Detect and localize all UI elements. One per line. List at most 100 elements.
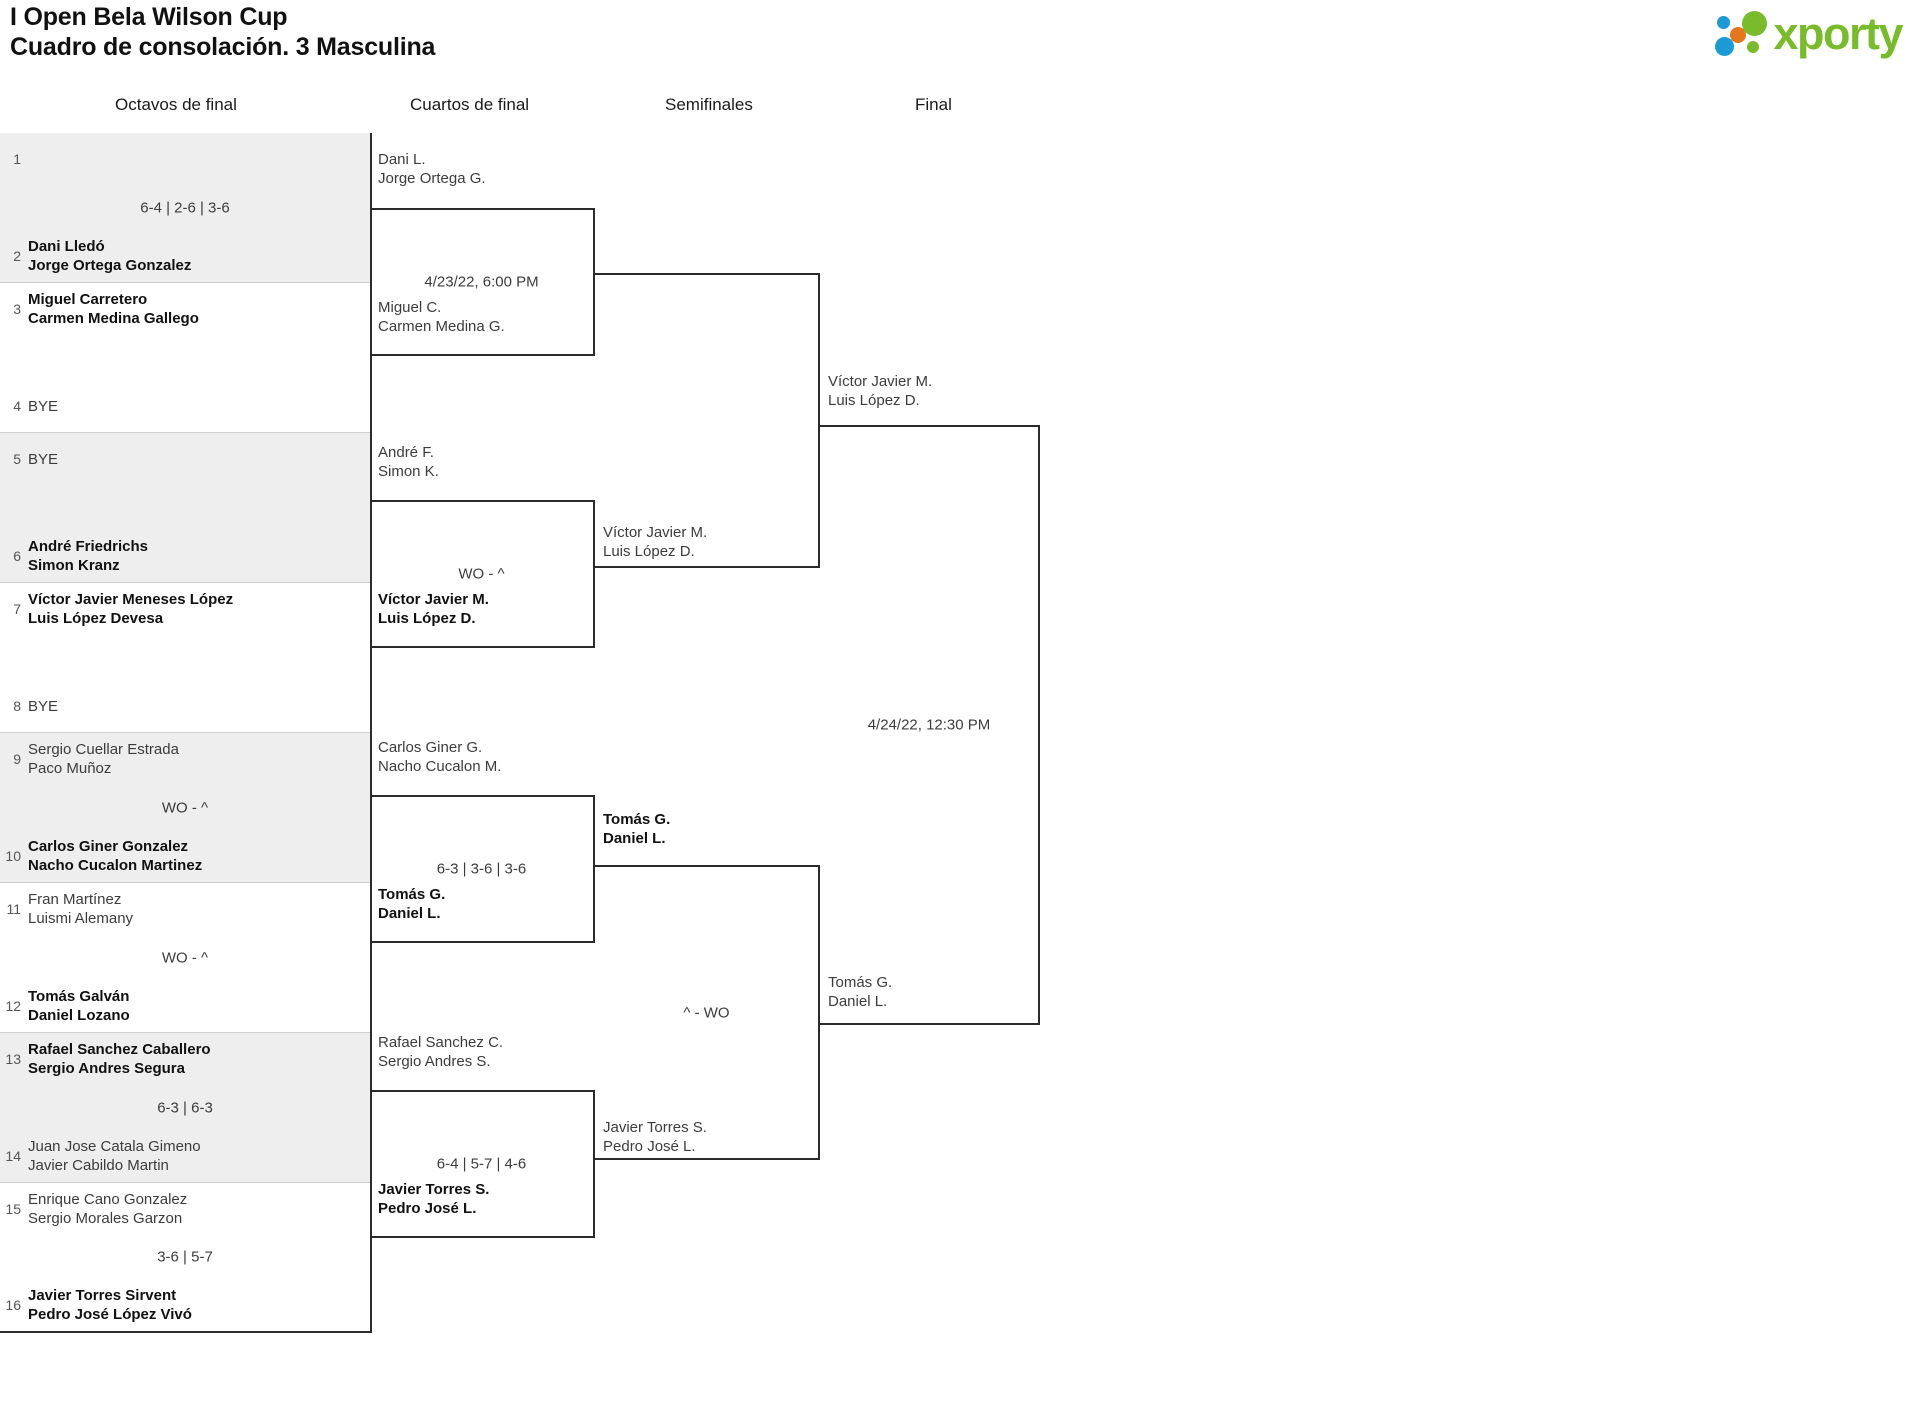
player-name: Rafael Sanchez C. xyxy=(378,1034,504,1051)
player-name: Víctor Javier M. xyxy=(378,591,489,608)
player-name: Javier Cabildo Martin xyxy=(28,1157,169,1174)
bye-label: BYE xyxy=(28,397,59,415)
player-name: Carmen Medina Gallego xyxy=(28,310,199,327)
match-cuartos-2[interactable]: WO - ^ xyxy=(370,500,595,648)
match-cuartos-1[interactable]: 4/23/22, 6:00 PM xyxy=(370,208,595,356)
player-name: Dani L. xyxy=(378,151,426,168)
player-name: Pedro José L. xyxy=(378,1200,477,1217)
player-name: Luis López D. xyxy=(378,610,476,627)
seed-number: 7 xyxy=(13,601,21,617)
qf-feed-bottom-4: Javier Torres S. Pedro José L. xyxy=(378,1180,489,1218)
player-name: Carmen Medina G. xyxy=(378,318,505,335)
player-name: Víctor Javier M. xyxy=(603,524,708,541)
final-feed-bottom: Tomás G.Daniel L. xyxy=(828,973,892,1011)
match-score: 4/23/22, 6:00 PM xyxy=(424,273,539,291)
match-final[interactable]: 4/24/22, 12:30 PM xyxy=(820,425,1040,1025)
match-slot[interactable]: 1 xyxy=(0,141,370,177)
match-score: 6-4 | 2-6 | 3-6 xyxy=(140,199,230,216)
player-name: Miguel C. xyxy=(378,299,442,316)
player-name: Jorge Ortega Gonzalez xyxy=(28,257,192,274)
player-name: Nacho Cucalon Martinez xyxy=(28,857,203,874)
player-name: André Friedrichs xyxy=(28,538,149,555)
player-name: Javier Torres S. xyxy=(603,1119,707,1136)
match-semifinal-1[interactable] xyxy=(595,273,820,568)
player-name: Sergio Cuellar Estrada xyxy=(28,741,179,758)
seed-number: 3 xyxy=(13,301,21,317)
player-name: Paco Muñoz xyxy=(28,760,112,777)
tournament-name: I Open Bela Wilson Cup xyxy=(10,3,288,31)
seed-number: 5 xyxy=(13,451,21,467)
page-title: I Open Bela Wilson Cup Cuadro de consola… xyxy=(10,2,1110,62)
player-name: Luis López Devesa xyxy=(28,610,164,627)
player-name: Miguel Carretero xyxy=(28,291,148,308)
match-cuartos-4[interactable]: 6-4 | 5-7 | 4-6 xyxy=(370,1090,595,1238)
player-name: Javier Torres Sirvent xyxy=(28,1287,177,1304)
round-heading-octavos: Octavos de final xyxy=(115,95,237,114)
seed-number: 2 xyxy=(13,248,21,264)
seed-number: 1 xyxy=(13,151,21,167)
player-name: Víctor Javier Meneses López xyxy=(28,591,234,608)
match-semifinal-2[interactable]: ^ - WO xyxy=(595,865,820,1160)
player-name: Simon Kranz xyxy=(28,557,120,574)
match-cuartos-3[interactable]: 6-3 | 3-6 | 3-6 xyxy=(370,795,595,943)
player-name: Javier Torres S. xyxy=(378,1181,490,1198)
xporty-logo: xporty xyxy=(1715,7,1903,59)
seed-number: 8 xyxy=(13,698,21,714)
seed-number: 11 xyxy=(6,901,21,917)
logo-dot-blue-small xyxy=(1717,16,1731,29)
player-name: Sergio Andres Segura xyxy=(28,1060,185,1077)
sf-feed-bottom-1: Víctor Javier M.Luis López D. xyxy=(603,523,707,561)
player-name: Nacho Cucalon M. xyxy=(378,758,502,775)
seed-number: 10 xyxy=(5,848,21,864)
logo-wordmark: xporty xyxy=(1773,7,1903,59)
round-heading-cuartos: Cuartos de final xyxy=(410,95,530,114)
logo-dots-icon xyxy=(1715,10,1768,56)
qf-feed-top-1: Dani L.Jorge Ortega G. xyxy=(378,150,486,188)
match-score: 4/24/22, 12:30 PM xyxy=(867,716,991,734)
player-name: Rafael Sanchez Caballero xyxy=(28,1041,211,1058)
logo-dot-green-large xyxy=(1742,11,1768,36)
player-name: Carlos Giner G. xyxy=(378,739,483,756)
player-name: Tomás Galván xyxy=(28,988,130,1005)
player-name: Pedro José L. xyxy=(603,1138,696,1155)
seed-number: 6 xyxy=(13,548,21,564)
player-name: Dani Lledó xyxy=(28,238,105,255)
match-score: WO - ^ xyxy=(458,565,505,583)
player-name: Tomás G. xyxy=(378,886,446,903)
player-name: Enrique Cano Gonzalez xyxy=(28,1191,188,1208)
qf-feed-bottom-3: Tomás G.Daniel L. xyxy=(378,885,445,923)
player-name: André F. xyxy=(378,444,434,461)
seed-number: 15 xyxy=(5,1201,21,1217)
